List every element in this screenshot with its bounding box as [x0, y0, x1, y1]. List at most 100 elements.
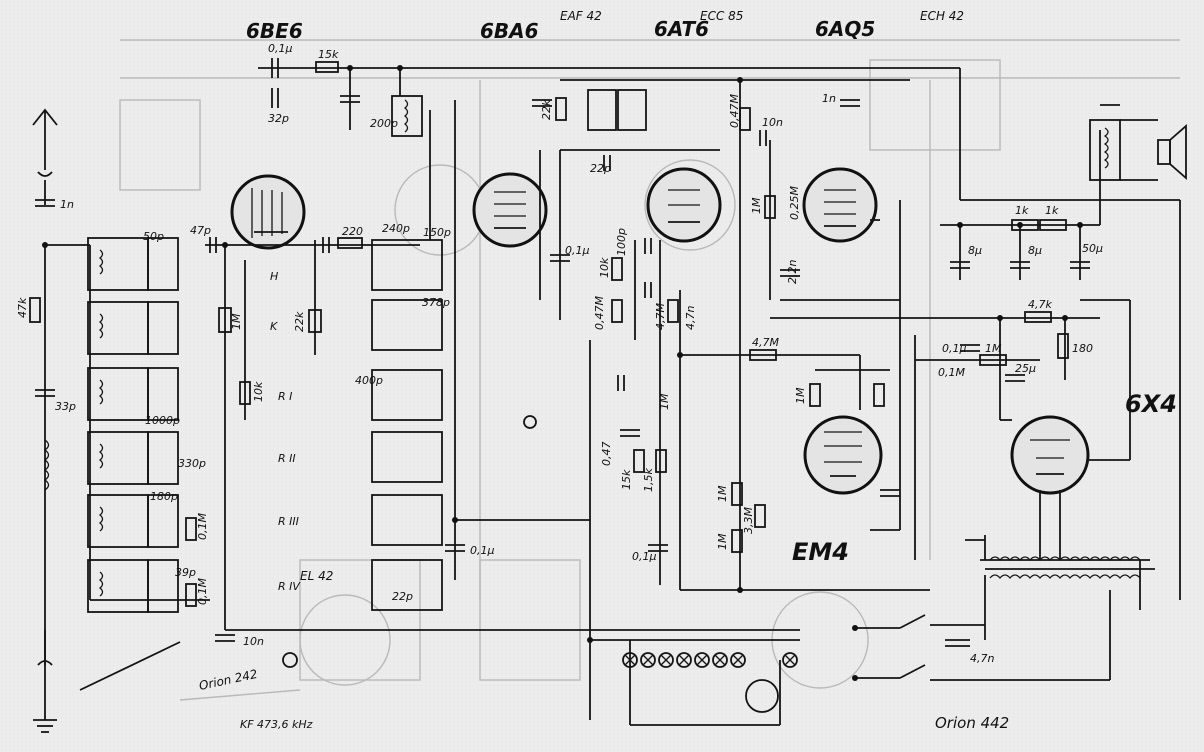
resistor-value: 15k	[620, 469, 633, 490]
capacitor-value: 0,1μ	[942, 342, 967, 355]
capacitor-value: 0,1μ	[632, 550, 657, 563]
band-label: R II	[278, 452, 296, 465]
resistor-value: 22k	[293, 311, 306, 332]
capacitor-value: 400p	[355, 374, 383, 387]
tube-6ba6	[472, 172, 548, 248]
resistor-value: 4,7n	[684, 306, 697, 330]
tube-em4	[803, 415, 883, 495]
capacitor-value: 1n	[60, 198, 74, 211]
capacitor-value: 22p	[392, 590, 413, 603]
coil-windings	[43, 99, 1155, 597]
band-label: R III	[278, 515, 299, 528]
capacitor-value: 22p	[590, 162, 611, 175]
band-label: H	[270, 270, 278, 283]
tube-6aq5	[802, 167, 878, 243]
resistor-value: 0,1M	[196, 513, 209, 540]
band-labels: H K R I R II R III R IV	[270, 270, 301, 593]
resistor-value: 1k	[1015, 204, 1029, 217]
capacitors	[35, 58, 1090, 647]
resistor-value: 10k	[598, 257, 611, 278]
capacitor-value: 100p	[615, 228, 628, 256]
capacitor-value: 200p	[370, 117, 398, 130]
resistor-value: 0,47M	[728, 94, 741, 128]
capacitor-value: 378p	[422, 296, 450, 309]
resistor-value: 1M	[985, 342, 1002, 355]
wiring	[44, 67, 1181, 726]
capacitor-value: 0,1μ	[565, 244, 590, 257]
resistor-value: 1M	[750, 197, 763, 214]
resistor-value: 4,7M	[752, 336, 779, 349]
resistor-value: 1M	[716, 485, 729, 502]
capacitor-value: 4,7n	[970, 652, 994, 665]
resistor-value: 10k	[252, 381, 265, 402]
tube-label-6at6: 6AT6	[654, 17, 709, 41]
capacitor-value: 8μ	[1028, 244, 1042, 257]
capacitor-value: 0,47	[600, 442, 613, 467]
capacitor-value: 220	[342, 225, 363, 238]
tube-6x4	[1010, 415, 1090, 495]
capacitor-value: 8μ	[968, 244, 982, 257]
mains-switches	[79, 415, 926, 691]
resistor-labels: 15k 47k 1M 10k 22k 0,1M 0,1M 22k 10k 0,4…	[16, 48, 1093, 605]
band-label: R IV	[278, 580, 301, 593]
resistor-value: 1M	[794, 387, 807, 404]
junction-dots	[42, 65, 1083, 643]
capacitor-value: 32p	[268, 112, 289, 125]
capacitor-value: 1n	[822, 92, 836, 105]
tube-label-6aq5: 6AQ5	[815, 17, 875, 41]
resistor-value: 3,3M	[742, 507, 755, 534]
resistors	[29, 61, 1069, 607]
capacitor-value: 25μ	[1015, 362, 1036, 375]
capacitor-value: 39p	[175, 566, 196, 579]
resistor-value: 0,1M	[938, 366, 965, 379]
resistor-value: 47k	[16, 297, 29, 318]
capacitor-value: 10n	[243, 635, 264, 648]
resistor-value: 0,47M	[593, 296, 606, 330]
tube-label-6ba6: 6BA6	[480, 19, 539, 43]
tube-label-em4: EM4	[792, 538, 849, 566]
ground-symbol	[33, 630, 57, 733]
capacitor-value: 180p	[150, 490, 178, 503]
svg-text:EAF 42: EAF 42	[560, 9, 602, 23]
capacitor-value: 150p	[423, 226, 451, 239]
resistor-value: 1k	[1045, 204, 1059, 217]
capacitor-value: 33p	[55, 400, 76, 413]
dial-lamps	[622, 652, 798, 713]
diagram-title: Orion 442	[935, 714, 1009, 732]
band-coils	[87, 89, 1121, 613]
resistor-value: 0,1M	[196, 578, 209, 605]
speaker-icon	[1100, 104, 1187, 181]
svg-text:ECC 85: ECC 85	[700, 9, 743, 23]
resistor-value: 4,7M	[654, 303, 667, 330]
if-frequency-label: KF 473,6 kHz	[240, 718, 313, 731]
tube-label-6be6: 6BE6	[246, 19, 303, 43]
capacitor-value: 50p	[143, 230, 164, 243]
svg-text:ECH 42: ECH 42	[920, 9, 964, 23]
capacitor-value: 10n	[762, 116, 783, 129]
capacitor-value: 0,1μ	[470, 544, 495, 557]
resistor-value: 1M	[230, 313, 243, 330]
capacitor-labels: 0,1μ 32p 1n 33p 50p 47p 1000p 330p 180p …	[55, 42, 1103, 665]
resistor-value: 1M	[658, 393, 671, 410]
capacitor-value: 47p	[190, 224, 211, 237]
capacitor-value: 50μ	[1082, 242, 1103, 255]
resistor-value: 15k	[318, 48, 339, 61]
tube-6at6	[646, 167, 722, 243]
capacitor-value: 0,1μ	[268, 42, 293, 55]
svg-text:EL 42: EL 42	[300, 569, 333, 583]
capacitor-value: 330p	[178, 457, 206, 470]
tube-6be6	[230, 174, 306, 250]
capacitor-value: 240p	[382, 222, 410, 235]
capacitor-value: 1000p	[145, 414, 180, 427]
capacitor-value: 2,2n	[786, 260, 799, 284]
band-label: K	[270, 320, 278, 333]
ghost-print: ECC 85 ECH 42 Orion 242 EL 42 EAF 42	[119, 9, 1180, 701]
band-label: R I	[278, 390, 292, 403]
antenna-symbol	[32, 108, 58, 205]
resistor-value: 4,7k	[1028, 298, 1052, 311]
resistor-value: 22k	[540, 99, 553, 120]
tube-label-6x4: 6X4	[1125, 390, 1177, 418]
resistor-value: 1,5k	[642, 468, 655, 492]
resistor-value: 1M	[716, 533, 729, 550]
